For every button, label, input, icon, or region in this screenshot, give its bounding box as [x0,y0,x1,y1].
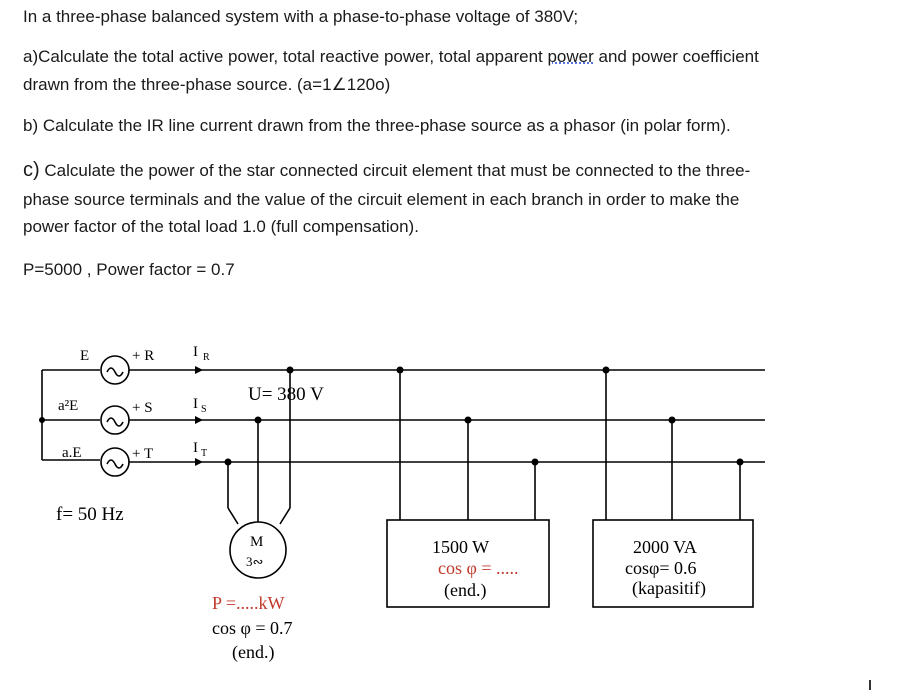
source-t-label: a.E [62,445,82,461]
current-r-sub: R [203,352,210,363]
given-values: P=5000 , Power factor = 0.7 [23,260,235,279]
load2-note: (kapasitif) [632,578,706,599]
current-s-label: I [193,396,198,412]
junction-dot [464,416,472,424]
load2-power: 2000 VA [633,537,697,557]
junction-dot [39,417,45,423]
motor-lead-t-bend [227,507,239,525]
source-t-phase: + T [132,446,153,462]
ac-wave-icon [106,417,124,427]
load2-pf: cosφ= 0.6 [625,558,697,578]
source-s-circle [100,405,130,435]
junction-dot [602,366,610,374]
motor-pf: cos φ = 0.7 [212,618,293,638]
junction-dot [396,366,404,374]
motor-power: P =.....kW [212,593,284,613]
question-c-letter: c) [23,159,40,181]
current-s-sub: S [201,404,207,415]
motor-lead-r-bend [279,507,291,525]
question-a-underlined-word: power [547,47,594,66]
current-arrow-s [195,416,203,424]
question-intro: In a three-phase balanced system with a … [23,7,579,26]
question-a-text: a)Calculate the total active power, tota… [23,47,548,66]
load1-pf: cos φ = ..... [438,558,519,578]
junction-dot [286,366,294,374]
source-s-label: a²E [58,398,78,414]
junction-dot [224,458,232,466]
current-arrow-r [195,366,203,374]
load1-box [386,519,550,608]
current-t-label: I [193,440,198,456]
junction-dot [254,416,262,424]
question-c-text: Calculate the power of the star connecte… [39,161,751,180]
source-r-phase: + R [132,348,154,364]
source-s-phase: + S [132,400,153,416]
source-t-circle [100,447,130,477]
junction-dot [668,416,676,424]
question-a-line2: drawn from the three-phase source. (a=1∠… [23,75,391,94]
load1-power: 1500 W [432,537,489,557]
junction-dot [736,458,744,466]
load2-box [592,519,754,608]
question-c-line1: c) Calculate the power of the star conne… [23,157,750,184]
ac-wave-icon [106,459,124,469]
motor-note: (end.) [232,642,274,663]
load1-note: (end.) [444,580,486,601]
motor-label: M [250,534,263,550]
question-b: b) Calculate the IR line current drawn f… [23,116,731,135]
line-voltage-label: U= 380 V [248,384,324,405]
current-r-label: I [193,344,198,360]
ac-wave-icon [106,367,124,377]
motor-phase-label: 3∾ [246,554,263,569]
current-t-sub: T [201,448,207,459]
source-r-circle [100,355,130,385]
question-c-line2: phase source terminals and the value of … [23,190,740,209]
question-a-line1: a)Calculate the total active power, tota… [23,43,759,70]
question-c-line3: power factor of the total load 1.0 (full… [23,217,419,236]
motor-symbol [229,521,287,579]
current-arrow-t [195,458,203,466]
question-a-text-end: and power coefficient [593,47,759,66]
junction-dot [531,458,539,466]
source-r-label: E [80,348,89,364]
frequency-label: f= 50 Hz [56,504,124,525]
